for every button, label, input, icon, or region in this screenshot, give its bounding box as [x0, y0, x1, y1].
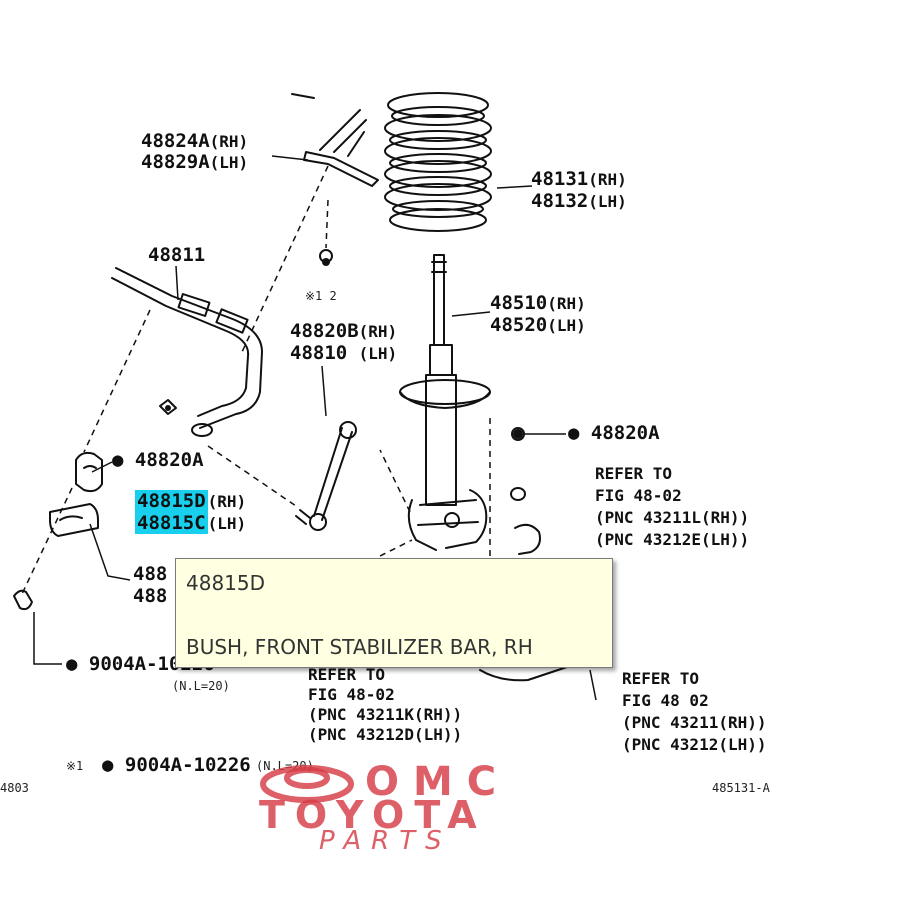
watermark-toyota-emblem-icon: [260, 765, 354, 803]
figure-code-right: 485131-A: [712, 781, 770, 795]
watermark: OMC TOYOTA PARTS: [255, 762, 615, 862]
note-x1-2: ※1 2: [305, 289, 337, 303]
label-488-partial-b[interactable]: 488: [133, 585, 168, 607]
label-48510[interactable]: 48510(RH): [490, 292, 586, 314]
tooltip-part-number: 48815D: [186, 571, 266, 595]
refer-block-1[interactable]: REFER TO FIG 48-02 (PNC 43211L(RH)) (PNC…: [595, 464, 750, 549]
coil-spring[interactable]: [384, 92, 492, 232]
figure-code-left: 4803: [0, 781, 29, 795]
label-48820b[interactable]: 48820B(RH): [290, 320, 398, 342]
bushing-group[interactable]: [13, 451, 103, 611]
guide-lines: [21, 165, 491, 595]
watermark-parts: PARTS: [319, 826, 452, 856]
upper-bracket[interactable]: [291, 93, 379, 187]
stabilizer-link[interactable]: [295, 421, 357, 531]
label-48829a[interactable]: 48829A(LH): [141, 151, 249, 173]
note-x1: ※1: [66, 759, 84, 773]
knuckle[interactable]: [159, 249, 589, 682]
stabilizer-bar[interactable]: [111, 267, 263, 437]
label-48824a[interactable]: 48824A(RH): [141, 130, 249, 152]
label-48810[interactable]: 48810 (LH): [290, 342, 398, 364]
note-bolt-upper: (N.L=20): [172, 679, 230, 693]
part-tooltip: 48815D BUSH, FRONT STABILIZER BAR, RH: [175, 558, 613, 668]
fastener-dots: [165, 258, 523, 439]
label-48820a-left[interactable]: ● 48820A: [112, 449, 204, 471]
label-48520[interactable]: 48520(LH): [490, 314, 586, 336]
label-48820a-right[interactable]: ● 48820A: [568, 422, 660, 444]
leader-lines: [33, 155, 597, 701]
shock-absorber[interactable]: [399, 254, 491, 551]
label-48132[interactable]: 48132(LH): [531, 190, 627, 212]
label-48815d[interactable]: 48815D(RH): [135, 490, 247, 512]
watermark-toyota: TOYOTA: [259, 793, 487, 837]
label-488-partial-a[interactable]: 488: [133, 563, 168, 585]
label-48815c[interactable]: 48815C(LH): [135, 512, 247, 534]
watermark-brand: OMC: [365, 759, 511, 805]
label-48811[interactable]: 48811: [148, 244, 206, 266]
label-bolt-9004a-lower[interactable]: ● 9004A-10226: [102, 754, 251, 776]
label-48131[interactable]: 48131(RH): [531, 168, 627, 190]
tooltip-description: BUSH, FRONT STABILIZER BAR, RH: [186, 635, 533, 659]
refer-block-3[interactable]: REFER TO FIG 48 02 (PNC 43211(RH)) (PNC …: [622, 669, 767, 754]
refer-block-2[interactable]: REFER TO FIG 48-02 (PNC 43211K(RH)) (PNC…: [308, 665, 463, 744]
